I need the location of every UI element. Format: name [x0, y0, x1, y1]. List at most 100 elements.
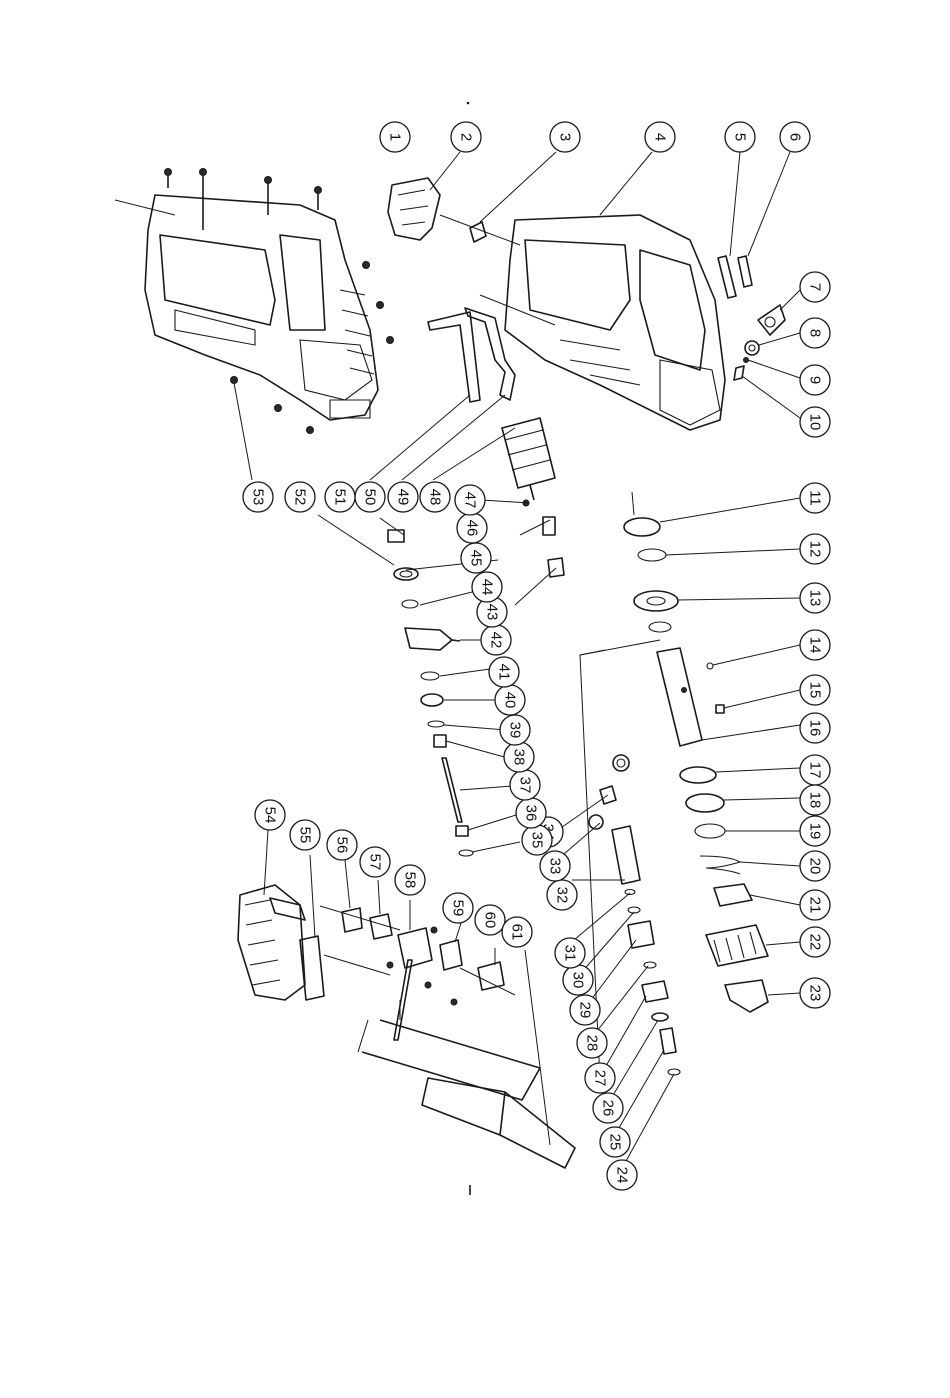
- callout-number: 36: [523, 805, 540, 822]
- callout-7: 7: [800, 272, 830, 302]
- callout-number: 5: [732, 133, 749, 141]
- callout-number: 47: [462, 492, 479, 509]
- callout-number: 44: [479, 579, 496, 596]
- callout-38: 38: [504, 742, 534, 772]
- callout-61: 61: [502, 917, 532, 947]
- callout-24: 24: [607, 1160, 637, 1190]
- callout-40: 40: [495, 685, 525, 715]
- callout-25: 25: [600, 1127, 630, 1157]
- callout-39: 39: [500, 715, 530, 745]
- callout-number: 11: [807, 490, 824, 506]
- callout-50: 50: [355, 482, 385, 512]
- battery-pack: [238, 830, 305, 1000]
- callout-number: 51: [332, 489, 349, 506]
- callout-22: 22: [800, 927, 830, 957]
- callout-number: 17: [807, 762, 824, 779]
- callout-number: 18: [807, 792, 824, 809]
- callout-18: 18: [800, 785, 830, 815]
- callout-48: 48: [420, 482, 450, 512]
- callout-number: 7: [807, 283, 824, 291]
- callout-number: 19: [807, 823, 824, 840]
- part-7-lever: [758, 290, 800, 335]
- callout-16: 16: [800, 713, 830, 743]
- callout-54: 54: [255, 800, 285, 830]
- callout-number: 28: [584, 1035, 601, 1052]
- callout-8: 8: [800, 318, 830, 348]
- callout-52: 52: [285, 482, 315, 512]
- left-housing-half: [115, 195, 378, 420]
- callout-number: 38: [511, 749, 528, 766]
- part-10-spring: [734, 366, 800, 418]
- callout-number: 57: [367, 854, 384, 871]
- callout-2: 2: [451, 122, 481, 152]
- callout-29: 29: [570, 995, 600, 1025]
- callout-number: 58: [402, 872, 419, 889]
- callout-number: 48: [427, 489, 444, 506]
- part-8-washer: [745, 333, 800, 355]
- callout-27: 27: [585, 1063, 615, 1093]
- callout-number: 24: [614, 1167, 631, 1184]
- callout-number: 27: [592, 1070, 609, 1087]
- callout-number: 33: [547, 858, 564, 875]
- callout-44: 44: [472, 572, 502, 602]
- callout-53: 53: [243, 482, 273, 512]
- callout-number: 61: [509, 924, 526, 941]
- callout-3: 3: [550, 122, 580, 152]
- callout-45: 45: [461, 543, 491, 573]
- callout-number: 30: [570, 972, 587, 989]
- clip-part: [440, 152, 556, 245]
- callout-35: 35: [522, 825, 552, 855]
- callout-4: 4: [645, 122, 675, 152]
- callout-number: 42: [488, 632, 505, 649]
- callout-number: 59: [450, 900, 467, 917]
- callout-55: 55: [290, 820, 320, 850]
- callout-31: 31: [555, 938, 585, 968]
- callout-number: 15: [807, 682, 824, 699]
- callout-number: 39: [507, 722, 524, 739]
- callout-number: 52: [292, 489, 309, 506]
- callout-12: 12: [800, 534, 830, 564]
- callout-number: 26: [600, 1100, 617, 1117]
- callout-number: 8: [807, 329, 824, 337]
- callout-number: 53: [250, 489, 267, 506]
- callout-number: 16: [807, 720, 824, 737]
- callout-number: 12: [807, 541, 824, 558]
- callout-number: 43: [484, 604, 501, 621]
- callout-number: 35: [529, 832, 546, 849]
- callout-number: 60: [482, 912, 499, 929]
- callout-number: 3: [557, 133, 574, 141]
- part-5-plate: [718, 152, 740, 298]
- callout-13: 13: [800, 583, 830, 613]
- callout-number: 45: [468, 550, 485, 567]
- callout-number: 22: [807, 934, 824, 951]
- callout-37: 37: [510, 770, 540, 800]
- callout-41: 41: [489, 657, 519, 687]
- callout-28: 28: [577, 1028, 607, 1058]
- callout-number: 41: [496, 664, 513, 681]
- callout-number: 25: [607, 1134, 624, 1151]
- callout-number: 14: [807, 637, 824, 654]
- callout-60: 60: [475, 905, 505, 935]
- callout-number: 54: [262, 807, 279, 824]
- housing-screws: [165, 169, 394, 481]
- callout-15: 15: [800, 675, 830, 705]
- callout-number: 1: [387, 133, 404, 141]
- callout-number: 21: [807, 897, 824, 914]
- cell-tube: [358, 950, 575, 1168]
- callout-56: 56: [327, 830, 357, 860]
- callout-5: 5: [725, 122, 755, 152]
- callout-14: 14: [800, 630, 830, 660]
- switch-block: [388, 152, 460, 240]
- callout-number: 20: [807, 858, 824, 875]
- callout-number: 56: [334, 837, 351, 854]
- callout-46: 46: [457, 513, 487, 543]
- callout-number: 46: [464, 520, 481, 537]
- motor: [433, 418, 555, 500]
- callout-32: 32: [547, 880, 577, 910]
- callout-30: 30: [563, 965, 593, 995]
- callout-number: 31: [562, 945, 579, 962]
- callout-number: 50: [362, 489, 379, 506]
- callout-number: 23: [807, 985, 824, 1002]
- callout-6: 6: [780, 122, 810, 152]
